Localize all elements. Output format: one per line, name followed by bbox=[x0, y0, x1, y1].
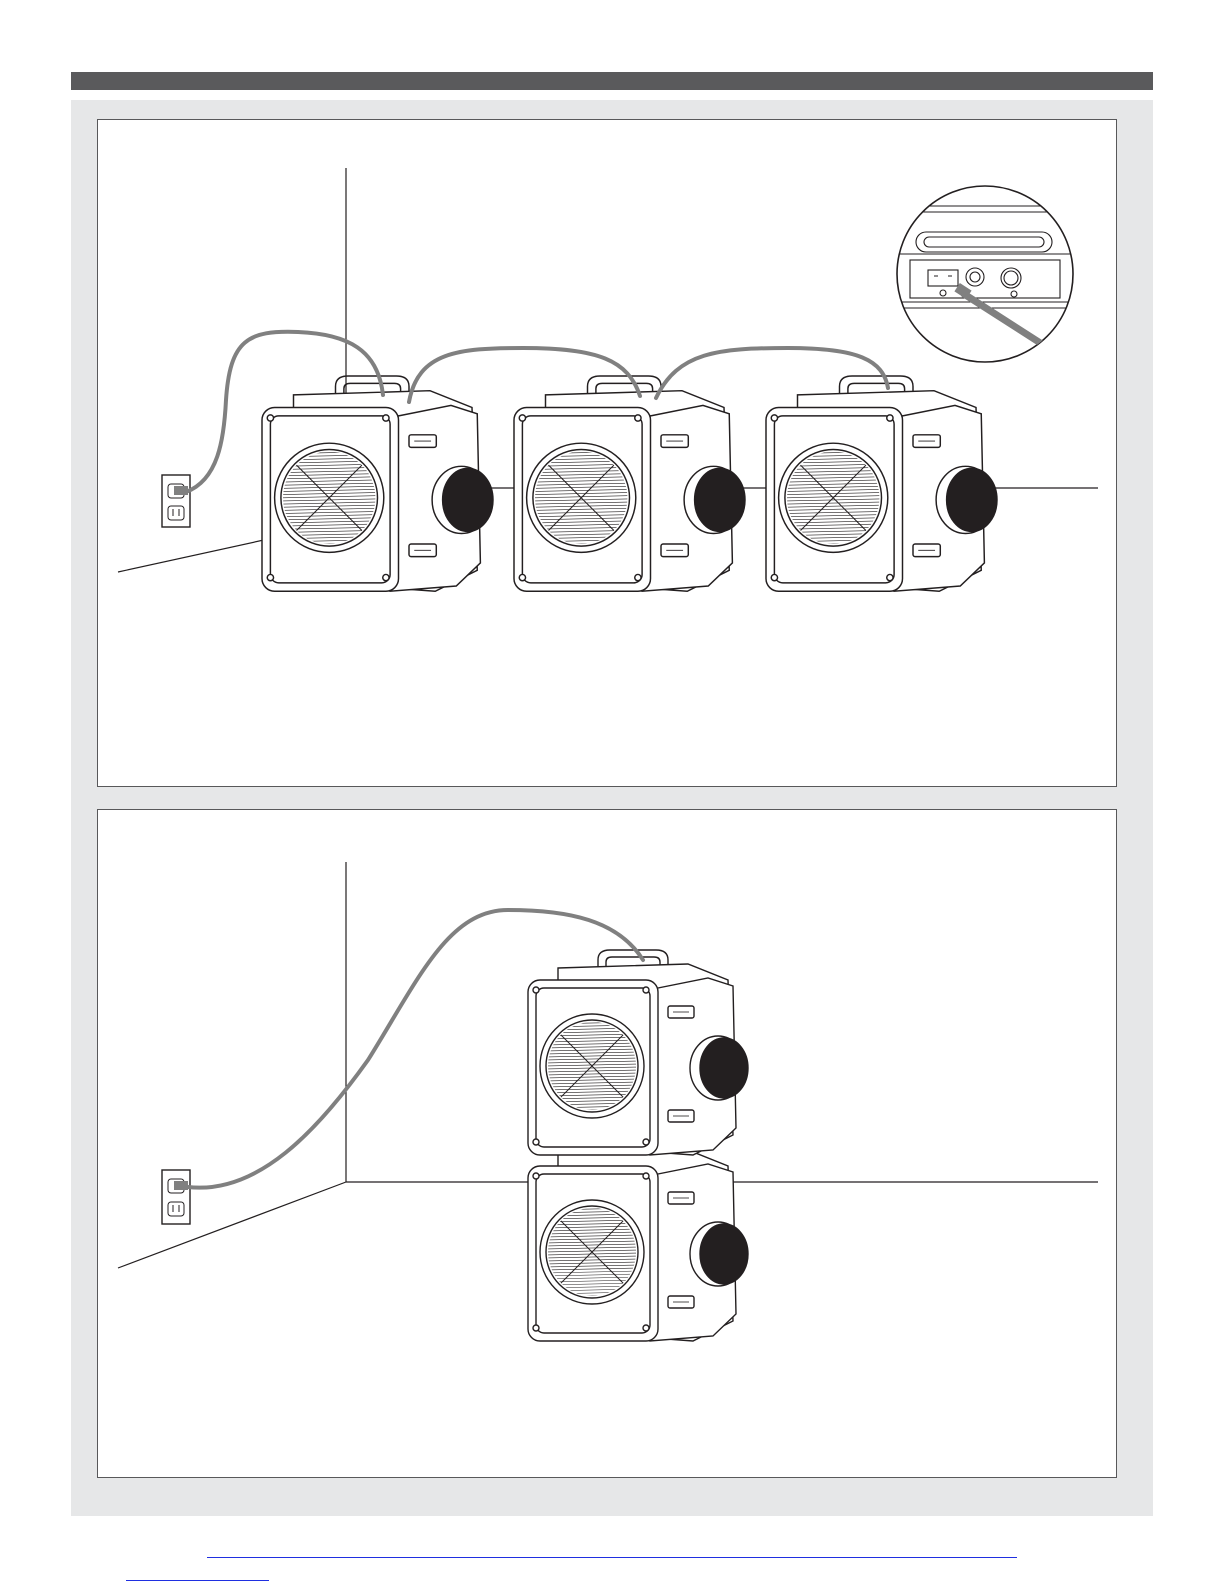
wall-outlet-icon bbox=[162, 475, 190, 527]
air-scrubber-unit-icon bbox=[766, 376, 997, 591]
stacked-panel bbox=[97, 809, 1117, 1478]
footer-link-underline[interactable] bbox=[207, 1557, 1017, 1558]
outlet-detail-inset-icon bbox=[888, 186, 1098, 380]
daisy-chain-panel bbox=[97, 119, 1117, 787]
air-scrubber-unit-icon bbox=[528, 950, 748, 1155]
wall-outlet-icon bbox=[162, 1170, 190, 1224]
header-bar bbox=[71, 72, 1153, 90]
air-scrubber-unit-icon bbox=[528, 1150, 748, 1341]
air-scrubber-unit-icon bbox=[514, 376, 745, 591]
figure-sheet bbox=[71, 100, 1153, 1516]
air-scrubber-unit-icon bbox=[262, 376, 493, 591]
footer-link-underline-short[interactable] bbox=[126, 1580, 269, 1581]
stacked-figure bbox=[98, 810, 1118, 1479]
daisy-chain-figure bbox=[98, 120, 1118, 788]
